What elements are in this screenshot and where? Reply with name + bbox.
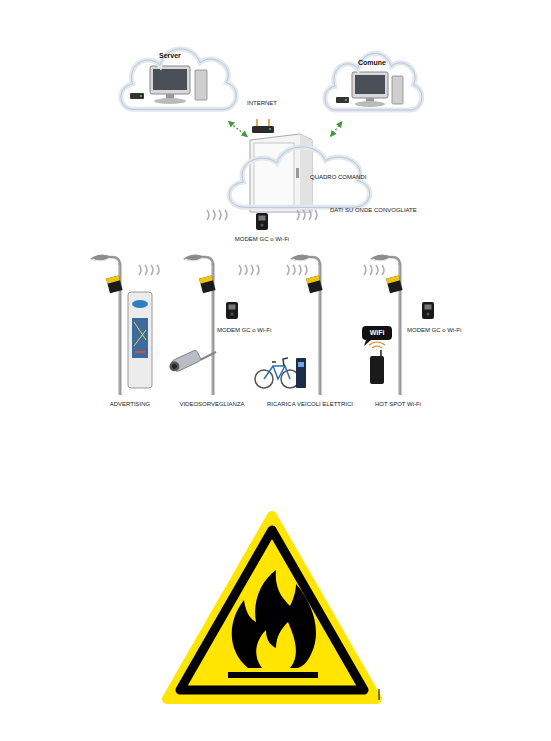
- graphic-part: [272, 358, 288, 366]
- charger: [296, 358, 306, 388]
- graphic-part: [380, 350, 382, 356]
- electric-bike: [255, 358, 299, 388]
- graphic-part: [139, 265, 159, 275]
- cloud-node: Comune: [320, 45, 425, 120]
- graphic-part: [228, 672, 318, 678]
- graphic-part: [90, 254, 123, 395]
- camera: [167, 349, 216, 373]
- graphic-part: [167, 349, 201, 373]
- graphic-part: [256, 622, 296, 668]
- graphic-part: [167, 516, 377, 699]
- graphic-part: [298, 362, 304, 367]
- tick-mark: [379, 689, 380, 700]
- text-label: MODEM GC o Wi-Fi: [407, 327, 461, 334]
- advertising-totem: [128, 292, 152, 388]
- graphic-part: [325, 53, 422, 110]
- cloud-outline: [320, 45, 425, 120]
- text-label: INTERNET: [247, 100, 277, 107]
- dashed-connector: [331, 122, 343, 137]
- graphic-part: [256, 213, 268, 230]
- graphic-part: [229, 147, 370, 207]
- graphic-part: [168, 360, 181, 373]
- graphic-part: [422, 302, 434, 319]
- text-label: RICARICA VEICOLI ELETTRICI: [267, 401, 353, 408]
- graphic-part: [121, 49, 236, 109]
- graphic-part: [296, 168, 299, 178]
- hotspot-box: [370, 356, 384, 384]
- graphic-part: [130, 93, 144, 99]
- graphic-part: [355, 75, 385, 94]
- cloud-node: Server: [115, 40, 240, 120]
- graphic-part: [132, 300, 148, 308]
- server-computer: [130, 66, 207, 104]
- wifi-logo-text: WiFi: [370, 329, 385, 337]
- graphic-part: [336, 97, 349, 103]
- graphic-part: [180, 530, 364, 690]
- wifi-logo: [362, 326, 392, 340]
- graphic-part: [370, 254, 403, 395]
- comune-computer: [336, 72, 403, 107]
- text-label: HOT SPOT Wi-Fi: [375, 401, 421, 408]
- text-label: ADVERTISING: [110, 401, 151, 408]
- graphic-part: [183, 254, 216, 395]
- graphic-part: [140, 95, 142, 97]
- graphic-part: [229, 147, 370, 207]
- graphic-part: [128, 292, 152, 388]
- graphic-part: [392, 76, 403, 104]
- text-label: MODEM GC o Wi-Fi: [235, 236, 289, 243]
- graphic-part: [369, 342, 385, 348]
- graphic-part: [290, 254, 323, 395]
- graphic-part: [268, 119, 270, 126]
- graphic-part: [171, 363, 178, 370]
- text-label: DATI SU ONDE CONVOGLIATE: [330, 207, 417, 214]
- graphic-part: [134, 322, 146, 346]
- graphic-part: [364, 340, 371, 346]
- control-cabinet: [250, 119, 312, 212]
- graphic-part: [297, 210, 317, 220]
- graphic-part: [239, 265, 259, 275]
- graphic-part: [153, 69, 187, 90]
- graphic-part: [154, 98, 186, 104]
- node-label: QUADRO COMANDI: [310, 174, 366, 180]
- text-label: VIDEOSORVEGLIANZA: [179, 401, 244, 408]
- graphic-part: [195, 70, 207, 100]
- node-label: Server: [159, 52, 181, 59]
- graphic-part: [352, 72, 388, 98]
- graphic-part: [135, 351, 145, 353]
- graphic-part: [252, 126, 274, 133]
- graphic-part: [226, 302, 238, 319]
- graphic-part: [355, 101, 385, 107]
- graphic-part: [264, 366, 290, 379]
- text-label: MODEM GC o Wi-Fi: [217, 327, 271, 334]
- graphic-part: [150, 66, 190, 94]
- graphic-part: [287, 265, 307, 275]
- node-label: Comune: [358, 59, 386, 66]
- graphic-part: [232, 570, 316, 668]
- graphic-part: [364, 265, 384, 275]
- dashed-connector: [228, 121, 247, 136]
- graphic-part: [207, 210, 227, 220]
- cloud-node: QUADRO COMANDI: [222, 138, 374, 218]
- graphic-part: [325, 53, 422, 110]
- graphic-part: [269, 128, 271, 130]
- graphic-part: [256, 119, 258, 126]
- graphic-part: [132, 318, 148, 358]
- graphic-part: [345, 99, 347, 101]
- flammable-warning: [167, 516, 377, 699]
- graphic-part: [200, 352, 216, 360]
- graphic-part: [121, 49, 236, 109]
